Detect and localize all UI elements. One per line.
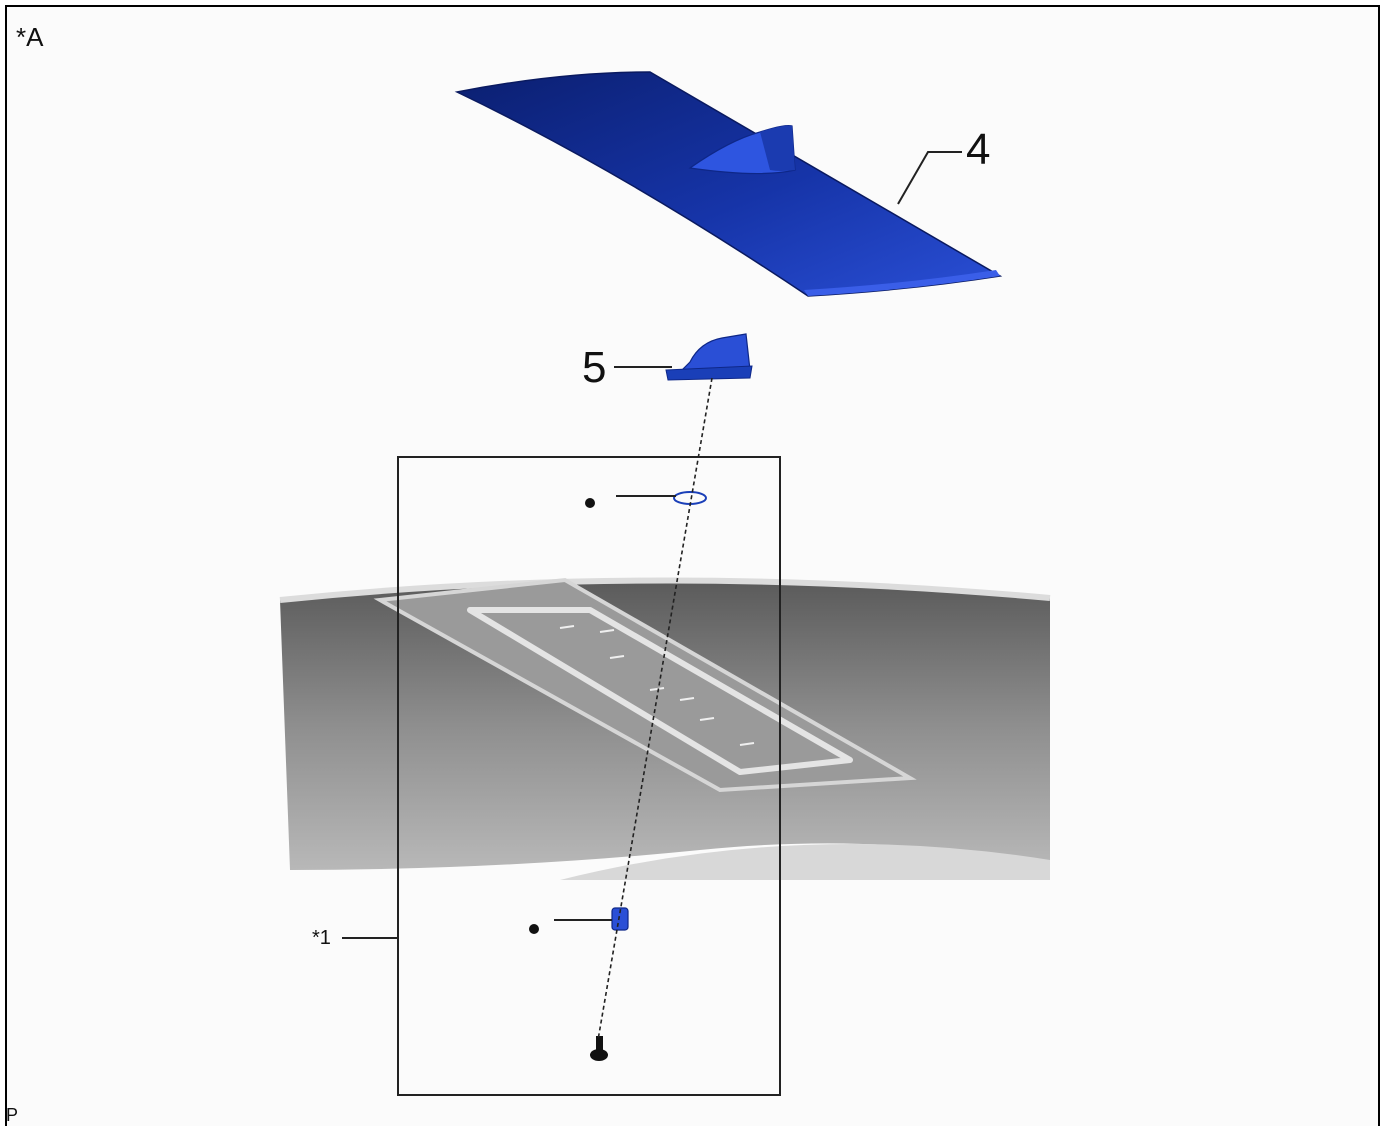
reference-box xyxy=(397,456,781,1096)
bullet-marker-gasket xyxy=(585,498,595,508)
callout-ref-1: *1 xyxy=(312,927,331,949)
callout-part-4: 4 xyxy=(966,125,991,174)
antenna-cover-part-4 xyxy=(454,71,1003,297)
callout-part-5: 5 xyxy=(582,343,607,392)
leader-line-4 xyxy=(897,151,962,205)
corner-label: *A xyxy=(16,22,44,52)
bottom-left-mark: P xyxy=(6,1105,19,1125)
roof-panel xyxy=(279,577,1051,880)
bullet-marker-clip xyxy=(529,924,539,934)
bolt xyxy=(590,1036,608,1061)
antenna-assembly-part-5 xyxy=(665,333,753,381)
